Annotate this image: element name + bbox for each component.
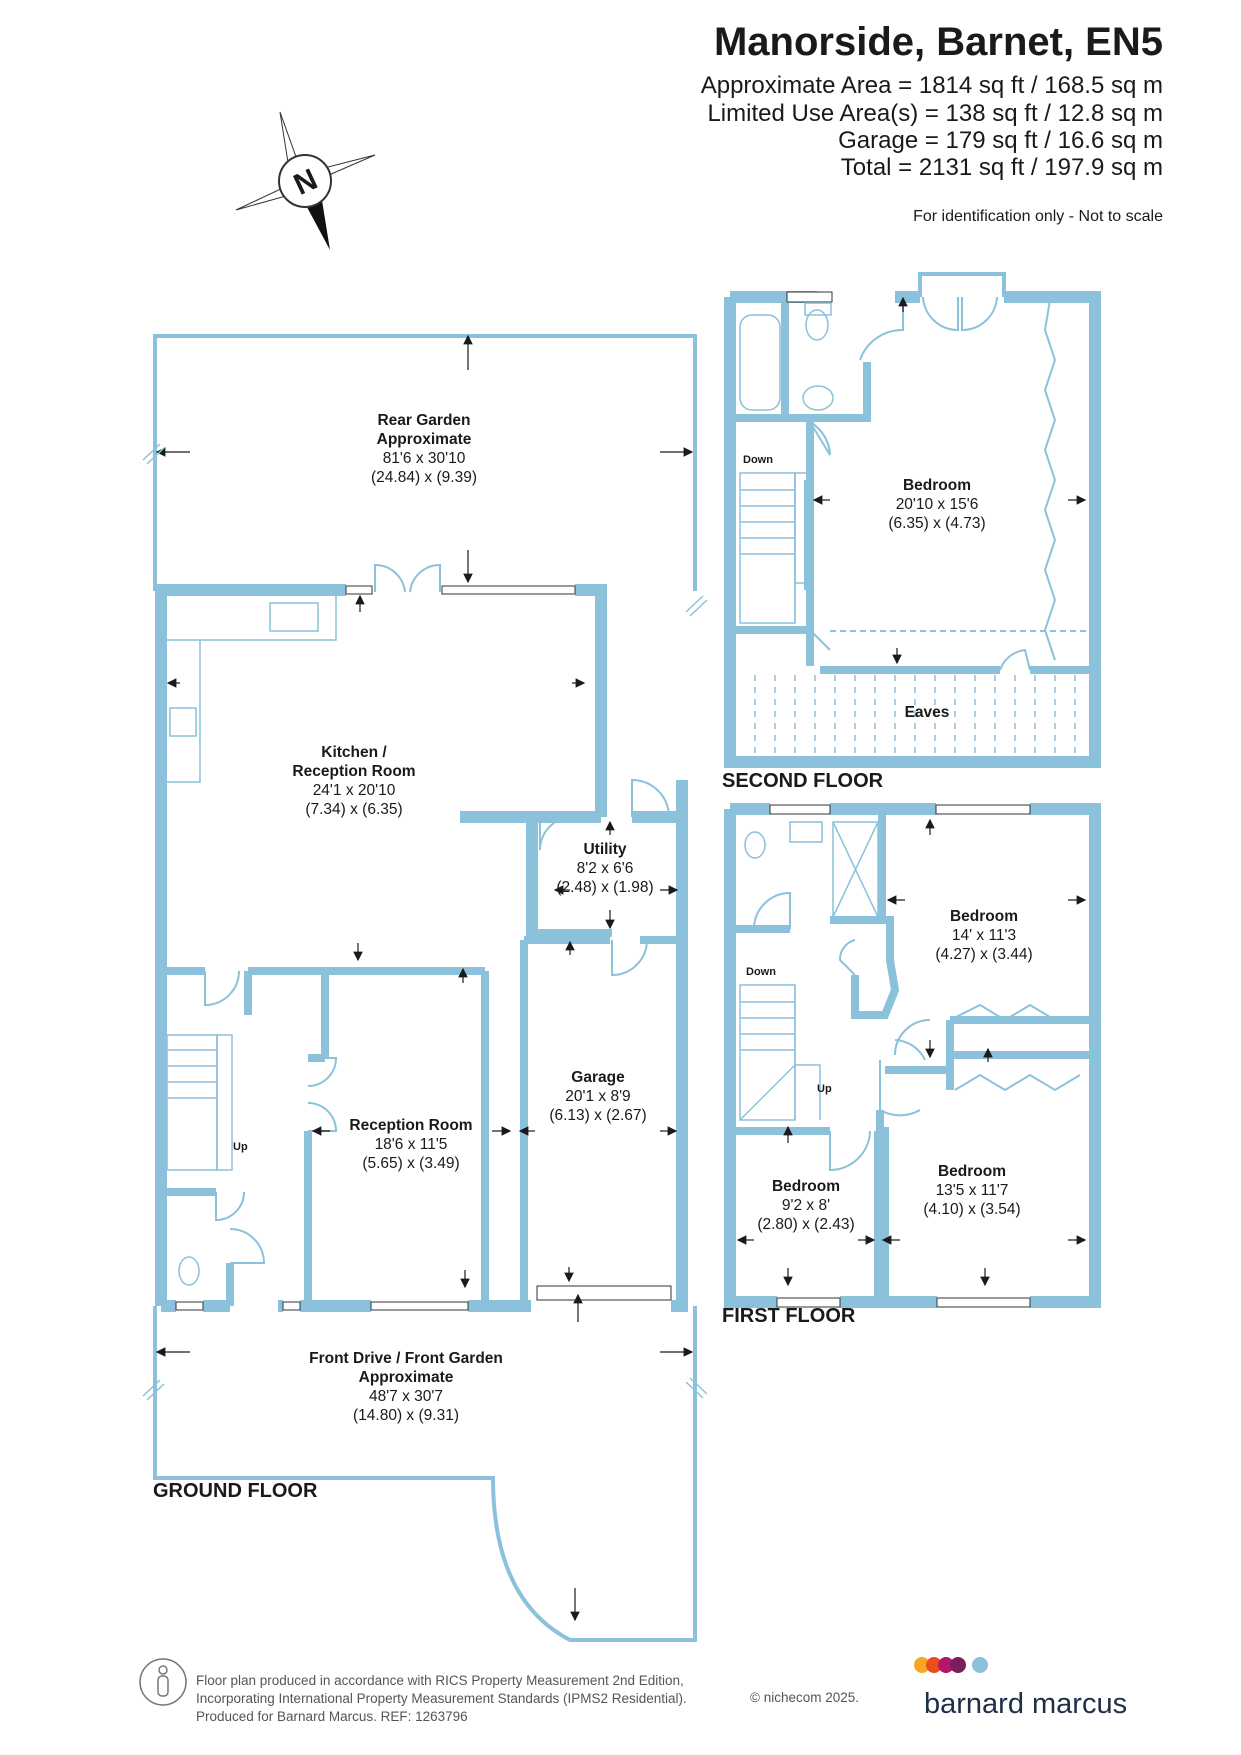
second-bedroom-metric: (6.35) x (4.73) (888, 515, 985, 532)
ground-floor-label: GROUND FLOOR (153, 1480, 318, 1502)
reception-label: Reception Room (349, 1117, 472, 1134)
second-floor-label: SECOND FLOOR (722, 770, 884, 792)
first-stair-down-label: Down (746, 966, 776, 978)
approximate-area: Approximate Area = 1814 sq ft / 168.5 sq… (700, 72, 1163, 99)
second-bedroom-label: Bedroom (903, 477, 971, 494)
first-bedroom-c-imperial: 13'5 x 11'7 (936, 1182, 1009, 1199)
rear-garden-imperial: 81'6 x 30'10 (383, 450, 466, 467)
ground-floor-plan (142, 334, 708, 1642)
total-area: Total = 2131 sq ft / 197.9 sq m (840, 154, 1163, 181)
garage-imperial: 20'1 x 8'9 (565, 1088, 630, 1105)
footer-disclaimer: Floor plan produced in accordance with R… (196, 1672, 687, 1726)
kitchen-label-2: Reception Room (292, 763, 415, 780)
first-floor-label: FIRST FLOOR (722, 1305, 856, 1327)
garage-metric: (6.13) x (2.67) (549, 1107, 646, 1124)
limited-use-area: Limited Use Area(s) = 138 sq ft / 12.8 s… (707, 100, 1163, 127)
utility-imperial: 8'2 x 6'6 (577, 860, 634, 877)
brand-logo-text: barnard marcus (924, 1688, 1128, 1720)
rear-garden-metric: (24.84) x (9.39) (371, 469, 477, 486)
first-bedroom-c-label: Bedroom (938, 1163, 1006, 1180)
second-floor-plan (724, 272, 1101, 768)
utility-metric: (2.48) x (1.98) (556, 879, 653, 896)
first-bedroom-b-metric: (2.80) x (2.43) (757, 1216, 854, 1233)
compass-icon: N (235, 111, 376, 250)
first-floor-plan (724, 803, 1101, 1308)
utility-label: Utility (583, 841, 626, 858)
garage-label: Garage (571, 1069, 625, 1086)
first-stair-up-label: Up (817, 1083, 832, 1095)
first-bedroom-a-label: Bedroom (950, 908, 1018, 925)
kitchen-imperial: 24'1 x 20'10 (313, 782, 396, 799)
first-bedroom-b-label: Bedroom (772, 1178, 840, 1195)
garage-area: Garage = 179 sq ft / 16.6 sq m (838, 127, 1163, 154)
rear-garden-approx: Approximate (377, 431, 472, 448)
identification-note: For identification only - Not to scale (913, 208, 1163, 225)
kitchen-metric: (7.34) x (6.35) (305, 801, 402, 818)
second-bedroom-imperial: 20'10 x 15'6 (896, 496, 979, 513)
rear-garden-label: Rear Garden (377, 412, 470, 429)
page-title: Manorside, Barnet, EN5 (713, 20, 1163, 64)
second-stair-down-label: Down (743, 454, 773, 466)
footer-line: Incorporating International Property Mea… (196, 1691, 687, 1706)
brand-logo-icon (914, 1657, 988, 1673)
front-garden-approx: Approximate (359, 1369, 454, 1386)
first-bedroom-a-imperial: 14' x 11'3 (952, 927, 1016, 944)
first-bedroom-a-metric: (4.27) x (3.44) (935, 946, 1032, 963)
copyright-text: © nichecom 2025. (750, 1690, 860, 1705)
front-garden-imperial: 48'7 x 30'7 (369, 1388, 443, 1405)
reception-imperial: 18'6 x 11'5 (375, 1136, 448, 1153)
front-garden-metric: (14.80) x (9.31) (353, 1407, 459, 1424)
person-icon (139, 1658, 187, 1706)
ground-stair-up-label: Up (233, 1141, 248, 1153)
eaves-label: Eaves (905, 704, 950, 721)
reception-metric: (5.65) x (3.49) (362, 1155, 459, 1172)
first-bedroom-c-metric: (4.10) x (3.54) (923, 1201, 1020, 1218)
footer-line: Floor plan produced in accordance with R… (196, 1673, 684, 1688)
footer-line: Produced for Barnard Marcus. REF: 126379… (196, 1709, 468, 1724)
first-bedroom-b-imperial: 9'2 x 8' (782, 1197, 830, 1214)
kitchen-label-1: Kitchen / (321, 744, 387, 761)
front-garden-label: Front Drive / Front Garden (309, 1350, 503, 1367)
